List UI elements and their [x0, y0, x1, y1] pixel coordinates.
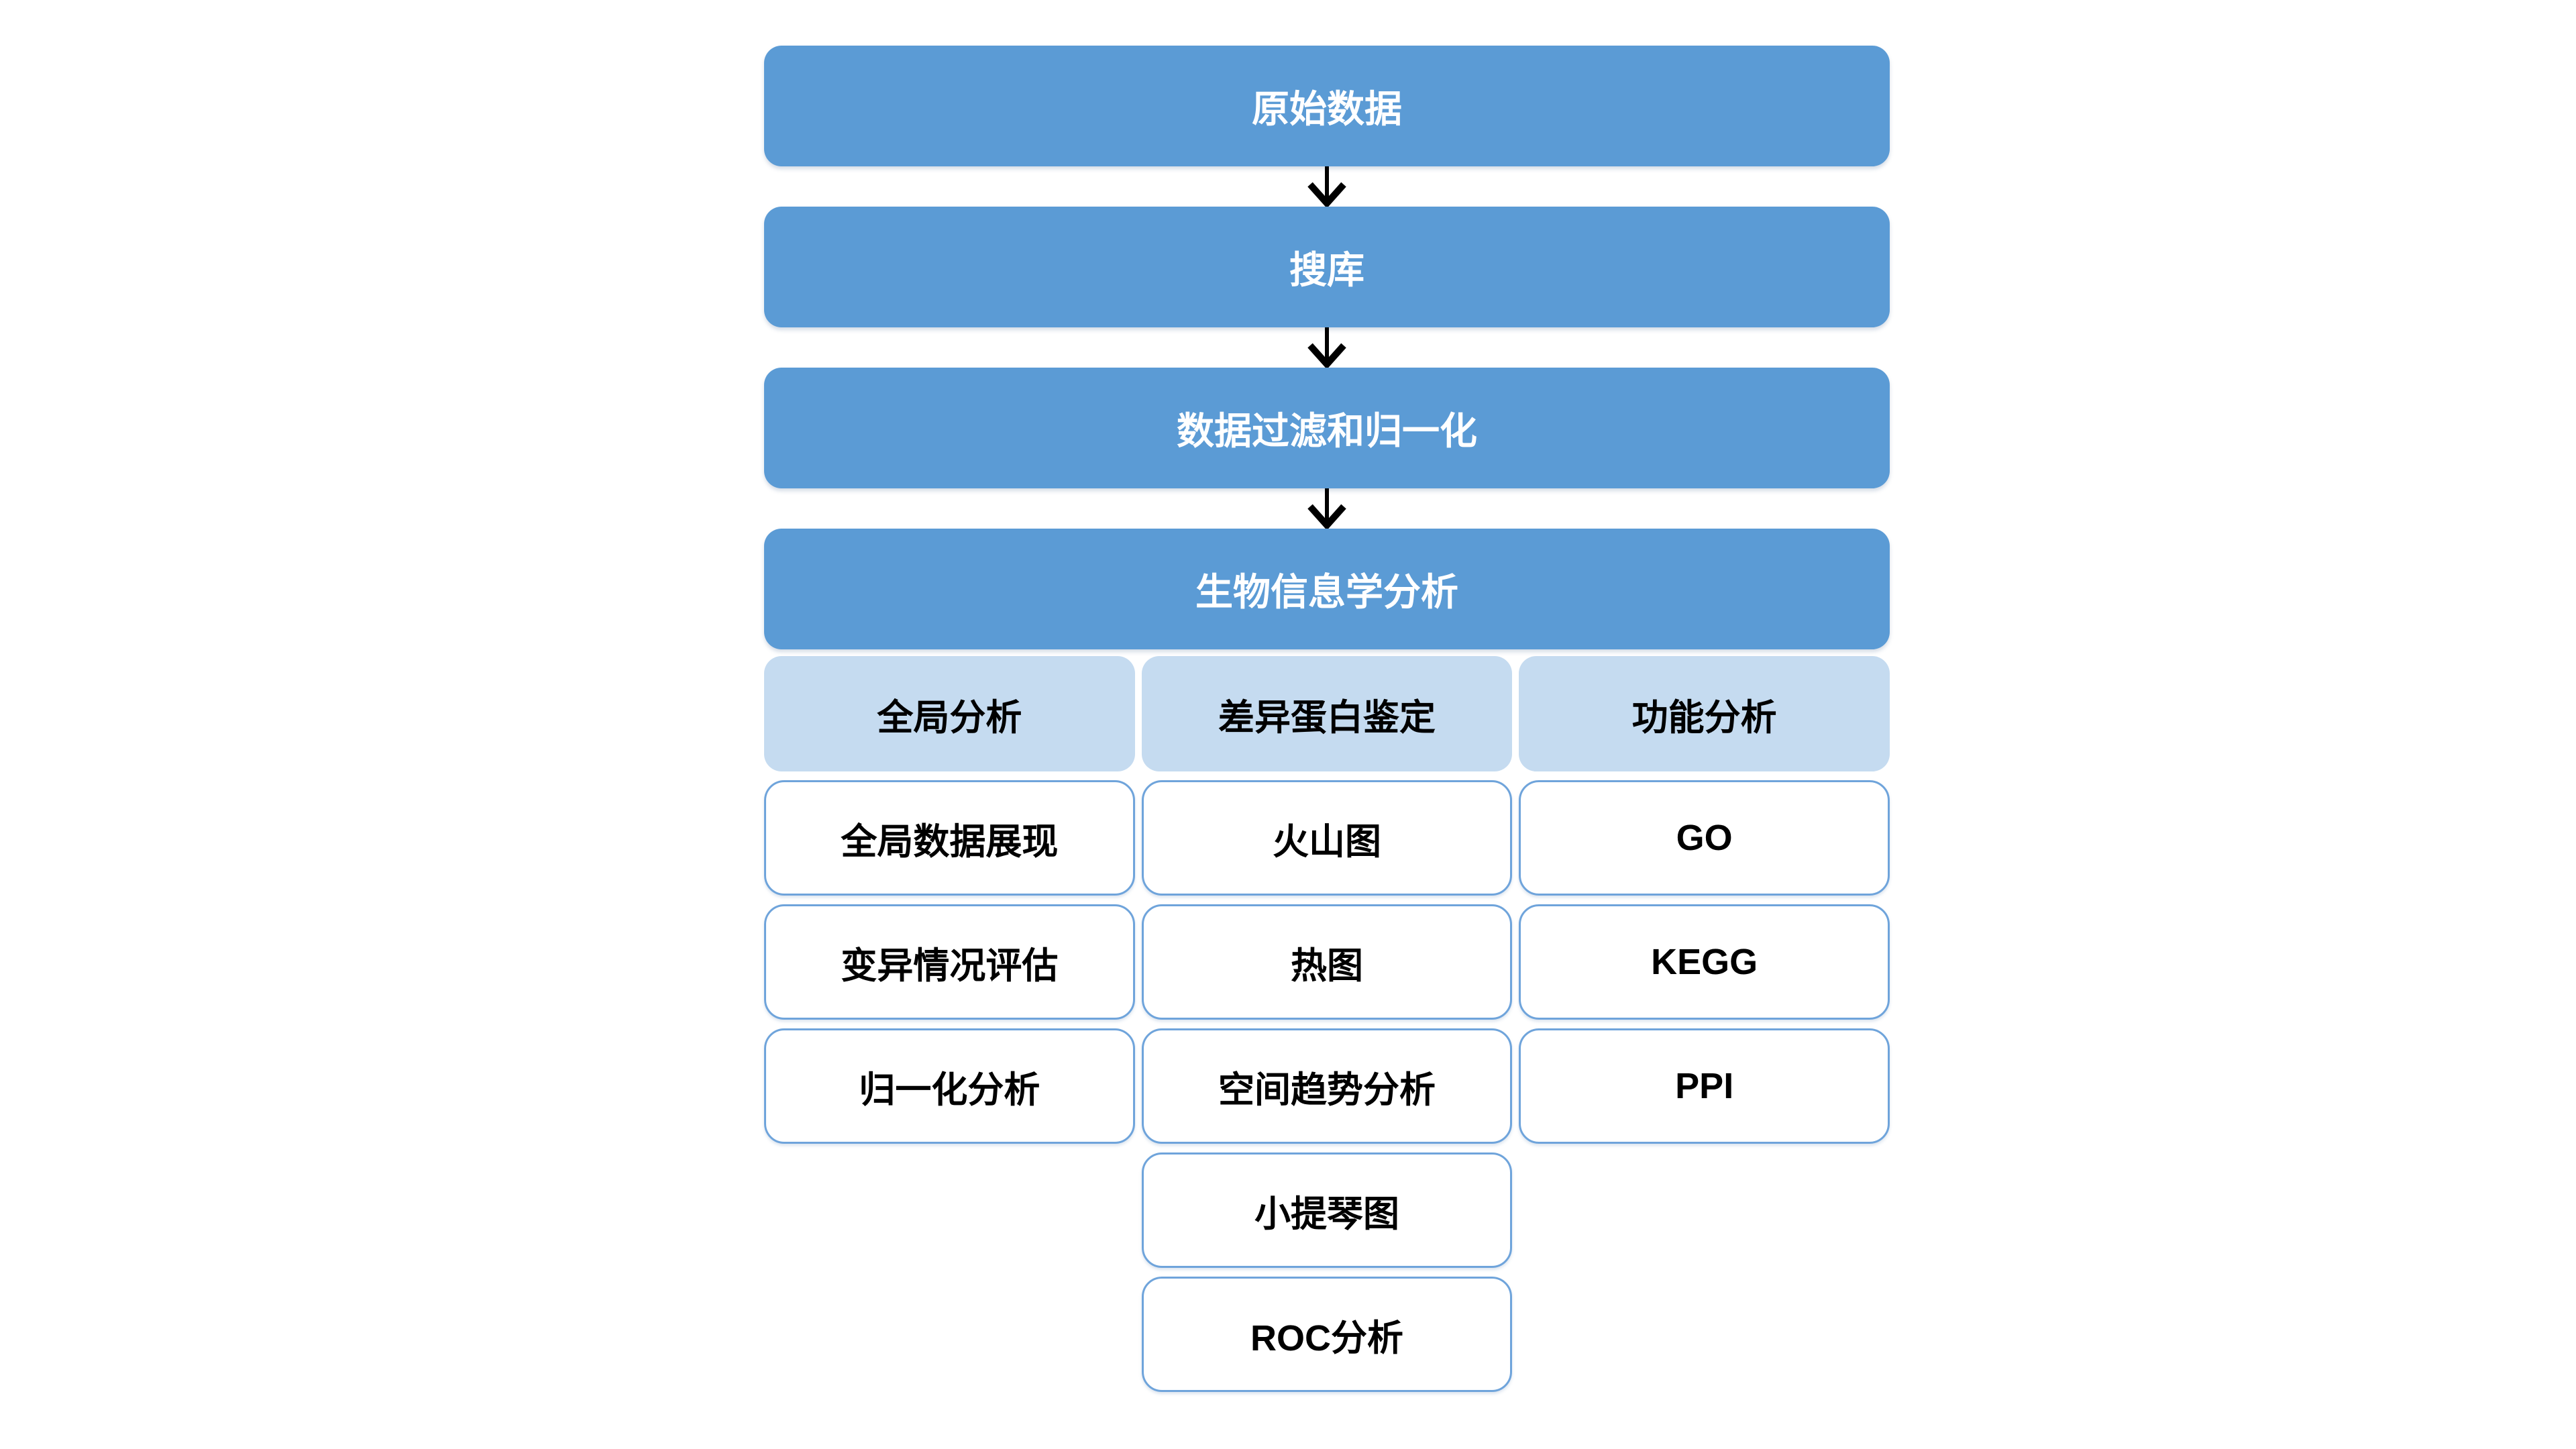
- item-label: 变异情况评估: [841, 945, 1059, 986]
- column-header-functional-analysis: 功能分析: [1519, 656, 1890, 771]
- down-arrow-icon: [1307, 166, 1346, 207]
- analysis-grid: 全局分析 全局数据展现 变异情况评估 归一化分析 差异蛋白鉴定 火山图: [764, 656, 1890, 1392]
- down-arrow-icon: [1307, 488, 1346, 529]
- column-functional-analysis: 功能分析 GO KEGG PPI: [1519, 656, 1890, 1392]
- item-label: 热图: [1291, 945, 1363, 986]
- step-database-search: 搜库: [764, 207, 1890, 327]
- step-filter-normalize: 数据过滤和归一化: [764, 368, 1890, 488]
- step-raw-data: 原始数据: [764, 46, 1890, 166]
- item-heatmap: 热图: [1141, 904, 1513, 1020]
- item-volcano-plot: 火山图: [1141, 780, 1513, 896]
- step-database-search-label: 搜库: [1289, 248, 1364, 291]
- item-spatial-trend-analysis: 空间趋势分析: [1141, 1028, 1513, 1144]
- step-raw-data-label: 原始数据: [1252, 87, 1402, 130]
- item-label: GO: [1676, 818, 1733, 858]
- item-normalization-analysis: 归一化分析: [764, 1028, 1135, 1144]
- step-bioinformatics-analysis: 生物信息学分析: [764, 529, 1890, 649]
- item-label: 归一化分析: [859, 1069, 1040, 1110]
- item-ppi: PPI: [1519, 1028, 1890, 1144]
- item-label: 空间趋势分析: [1218, 1069, 1436, 1110]
- arrow-gap-1: [764, 166, 1890, 207]
- item-label: PPI: [1675, 1066, 1734, 1106]
- item-variation-assessment: 变异情况评估: [764, 904, 1135, 1020]
- item-kegg: KEGG: [1519, 904, 1890, 1020]
- arrow-gap-3: [764, 488, 1890, 529]
- column-header-global-analysis: 全局分析: [764, 656, 1135, 771]
- down-arrow-icon: [1307, 327, 1346, 368]
- column-header-differential-protein: 差异蛋白鉴定: [1141, 656, 1513, 771]
- arrow-gap-2: [764, 327, 1890, 368]
- flowchart-stack: 原始数据 搜库 数据过滤和归一化 生物信: [764, 46, 1890, 1392]
- column-header-label: 功能分析: [1631, 697, 1777, 738]
- step-filter-normalize-label: 数据过滤和归一化: [1177, 409, 1477, 452]
- column-header-label: 差异蛋白鉴定: [1218, 697, 1436, 738]
- item-label: KEGG: [1651, 942, 1758, 982]
- item-go: GO: [1519, 780, 1890, 896]
- step-bioinformatics-analysis-label: 生物信息学分析: [1195, 570, 1458, 613]
- item-label: ROC分析: [1250, 1318, 1403, 1358]
- item-global-data-presentation: 全局数据展现: [764, 780, 1135, 896]
- column-global-analysis: 全局分析 全局数据展现 变异情况评估 归一化分析: [764, 656, 1135, 1392]
- column-header-label: 全局分析: [877, 697, 1022, 738]
- item-violin-plot: 小提琴图: [1141, 1152, 1513, 1268]
- item-roc-analysis: ROC分析: [1141, 1277, 1513, 1392]
- column-differential-protein: 差异蛋白鉴定 火山图 热图 空间趋势分析 小提琴图 ROC分析: [1141, 656, 1513, 1392]
- item-label: 火山图: [1273, 821, 1381, 862]
- item-label: 全局数据展现: [841, 821, 1059, 862]
- item-label: 小提琴图: [1254, 1193, 1399, 1234]
